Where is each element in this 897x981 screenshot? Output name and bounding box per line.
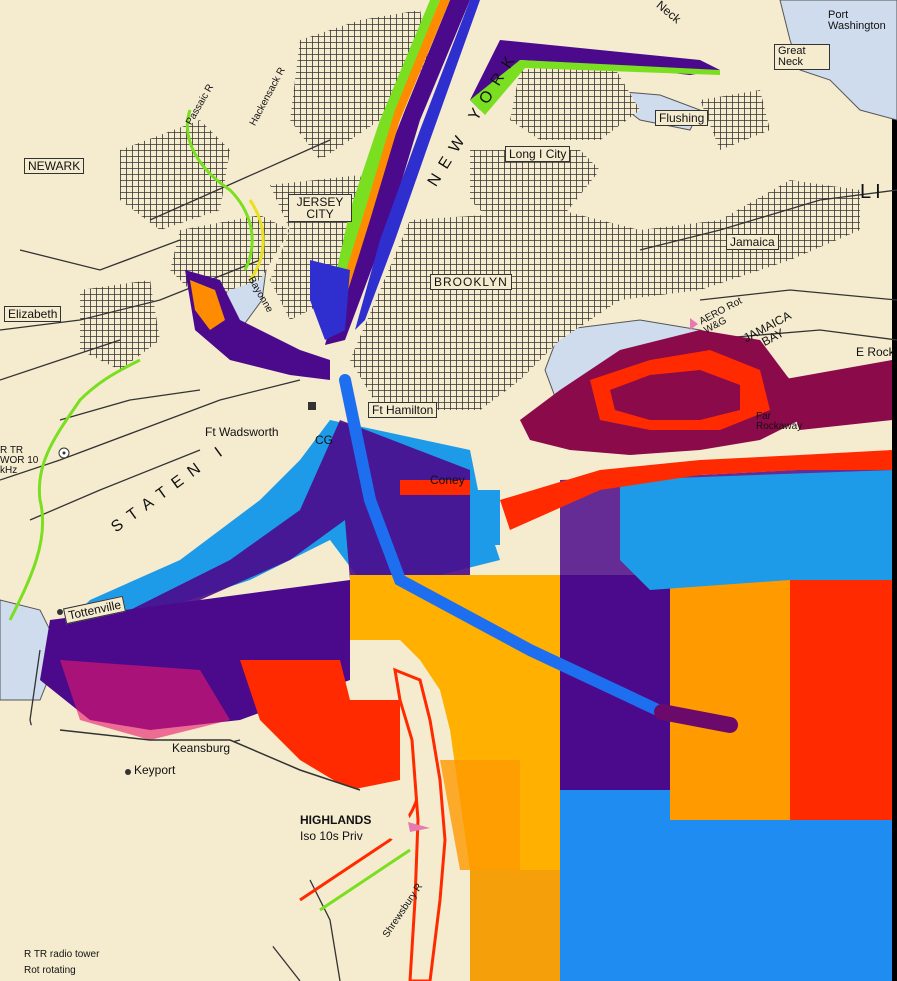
label-keansburg: Keansburg [172,741,231,755]
label-keyport: Keyport [134,763,176,777]
legend-line-1: R TR radio tower [24,949,100,960]
black-right-border [892,0,897,981]
monmouth-coast [0,720,365,981]
label-ft-wadsworth: Ft Wadsworth [205,425,279,439]
label-elizabeth: Elizabeth [4,306,62,322]
label-newark: NEWARK [24,158,85,174]
label-brooklyn: BROOKLYN [430,274,512,290]
label-ft-hamilton: Ft Hamilton [368,402,438,418]
label-jersey-city: JERSEY CITY [288,194,352,222]
pink-markers [408,318,698,832]
label-great-neck: Great Neck [774,44,830,70]
label-coney: Coney [430,473,465,487]
label-e-rock: E Rock [856,345,895,359]
rivers [8,109,422,912]
legend-line-2: Rot rotating [24,965,76,976]
label-flushing: Flushing [655,110,709,126]
label-port-washington: Port Washington [828,9,886,32]
jamaica-bay-data [400,330,892,530]
label-far-rockaway: Far Rockaway [756,411,803,432]
shipping-channel [339,374,738,733]
label-r-tr-wor: R TR WOR 10 kHz [0,445,39,476]
map-symbols [57,402,316,775]
label-cg: CG [315,433,333,447]
label-iso: Iso 10s Priv [300,829,363,843]
hudson-river-data [325,0,720,345]
label-highlands: HIGHLANDS [300,813,372,827]
label-li: LI [860,181,885,203]
newark-bay-data [185,260,350,380]
label-long-i-city: Long I City [505,146,571,162]
label-jamaica: Jamaica [726,234,779,250]
